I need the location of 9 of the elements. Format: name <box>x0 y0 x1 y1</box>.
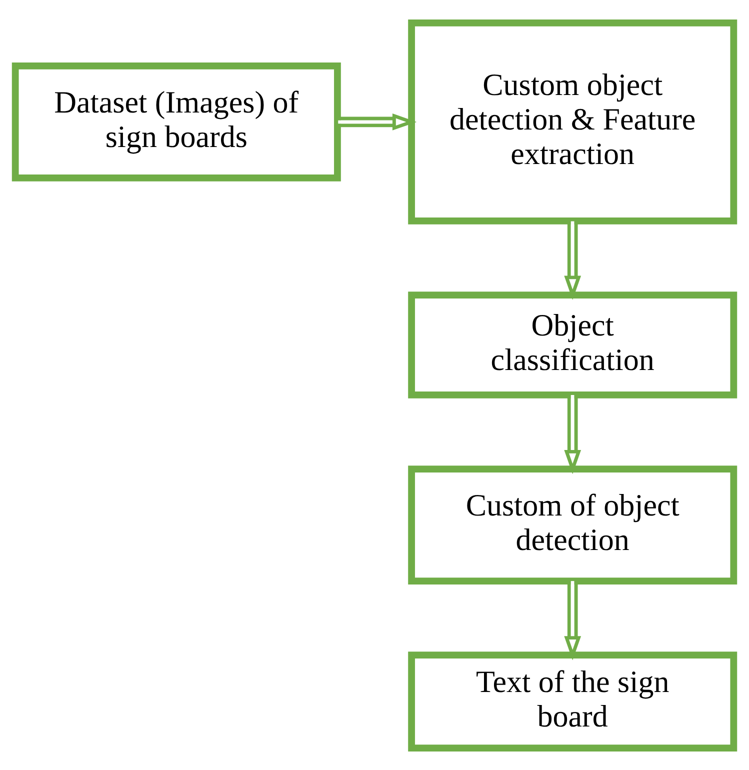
arrow <box>564 220 582 300</box>
arrow <box>338 112 417 130</box>
node-box: Custom object detection & Feature extraction <box>408 18 738 224</box>
arrow <box>564 394 582 474</box>
node-box: Dataset (Images) of sign boards <box>12 62 341 181</box>
node-box: Custom of object detection <box>408 465 738 584</box>
node-box: Object classification <box>408 291 738 398</box>
node-box: Text of the sign board <box>408 651 738 752</box>
arrow <box>564 580 582 660</box>
